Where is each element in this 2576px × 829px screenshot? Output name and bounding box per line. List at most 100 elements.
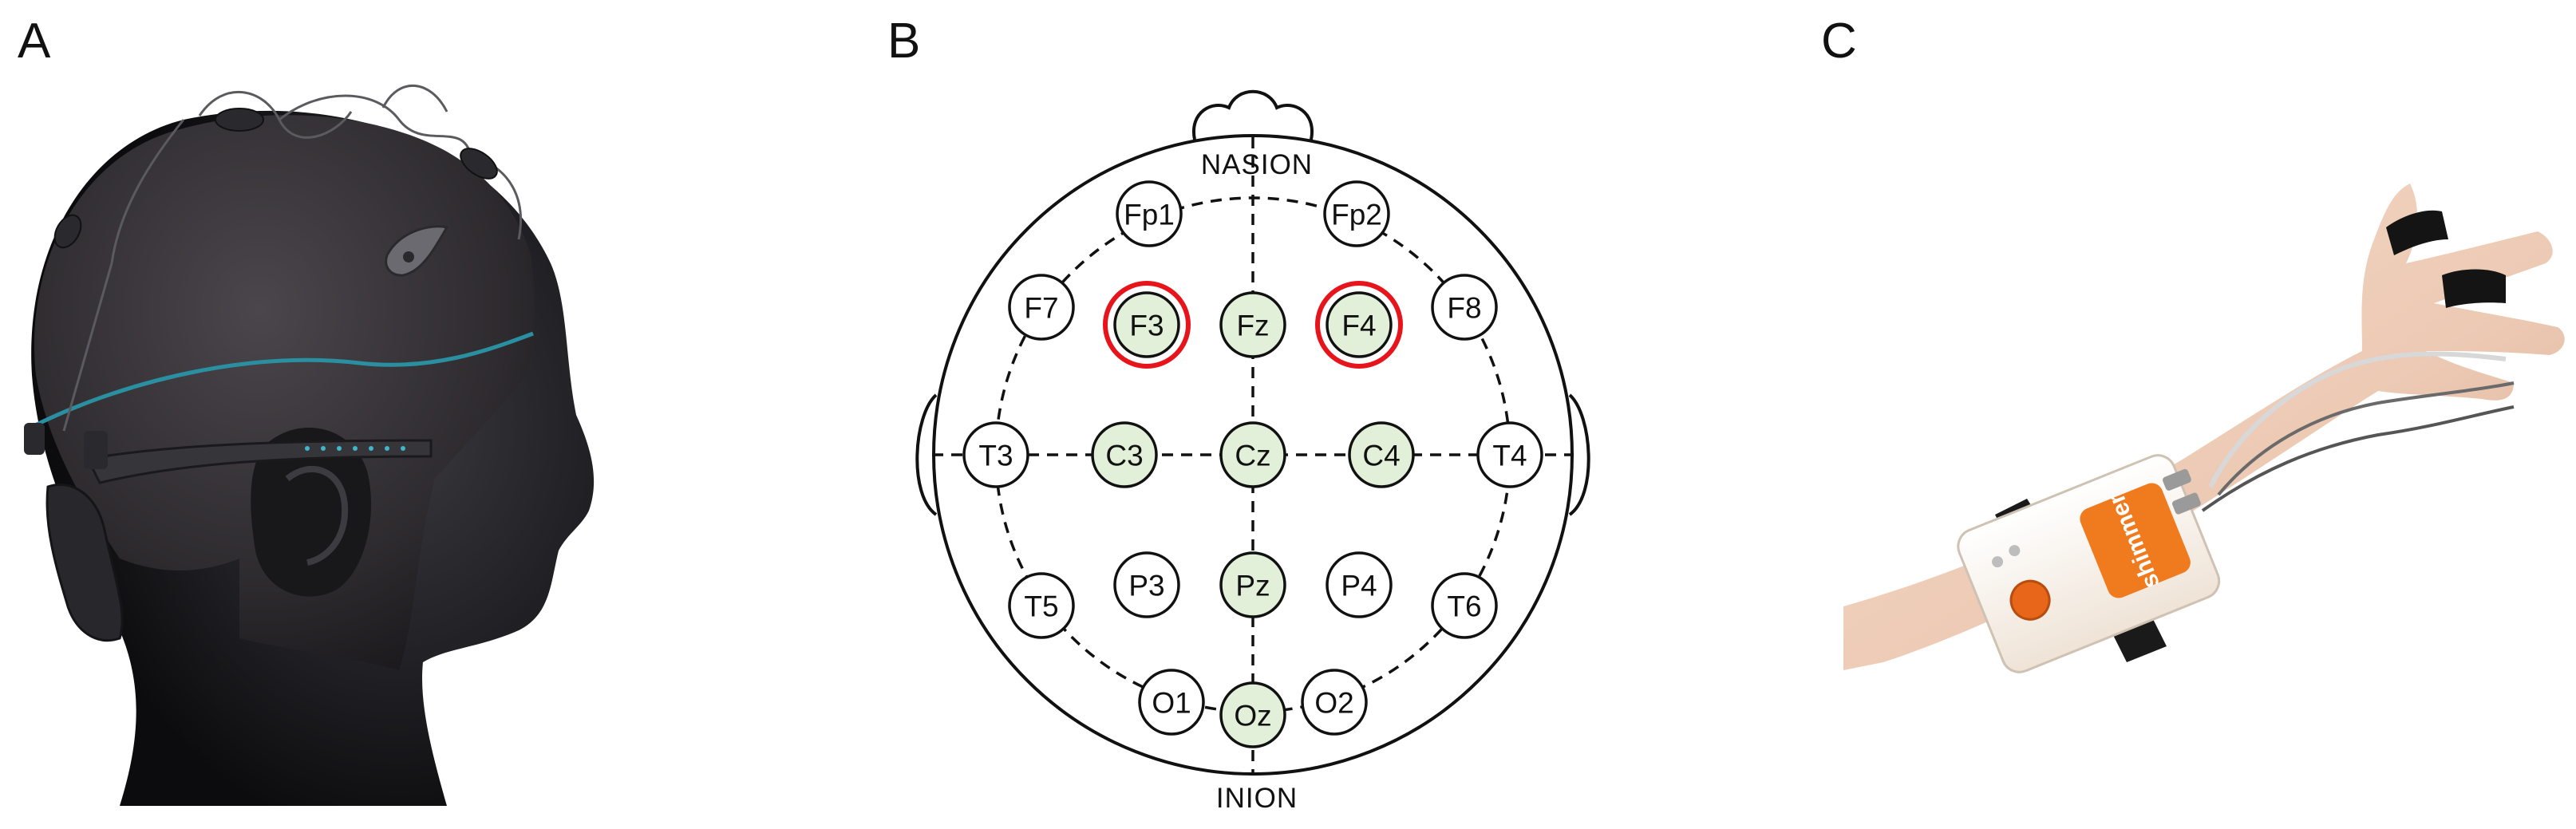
electrode-clip xyxy=(215,108,264,132)
electrode-marker xyxy=(1219,291,1286,358)
electrode-marker xyxy=(1431,274,1498,341)
cap-seam xyxy=(30,331,534,429)
electrode-marker xyxy=(1323,180,1390,247)
electrode-marker xyxy=(1348,421,1415,488)
shimmer-device: shimmer xyxy=(1957,454,2221,673)
headband-leds xyxy=(305,446,405,451)
side-clip xyxy=(24,423,45,455)
electrode-t3: T3 xyxy=(962,421,1029,488)
electrode-fp2: Fp2 xyxy=(1323,180,1390,247)
electrode-marker xyxy=(1219,551,1286,618)
electrode-marker xyxy=(1326,551,1393,618)
panel-letter-c: C xyxy=(1821,14,1857,69)
electrode-label: O1 xyxy=(1152,687,1191,720)
electrode-c3: C3 xyxy=(1091,421,1158,488)
electrode-marker xyxy=(1219,681,1286,748)
electrode-t5: T5 xyxy=(1008,572,1075,639)
ear xyxy=(285,465,349,566)
panel-c: C shimmer xyxy=(1821,14,2565,673)
left-ear xyxy=(915,393,938,516)
electrode-highlight-ring xyxy=(1315,281,1403,369)
electrode-label: T3 xyxy=(978,440,1013,472)
electrode-marker xyxy=(1008,572,1075,639)
panel-a: A xyxy=(18,14,595,806)
electrode-marker xyxy=(1476,421,1543,488)
electrode-sensor xyxy=(385,225,449,277)
electrode-marker xyxy=(1138,669,1205,736)
nasion-label: NASION xyxy=(1201,149,1313,180)
electrode-marker xyxy=(1219,421,1286,488)
electrode-label: Fp1 xyxy=(1124,199,1175,231)
headband-arm xyxy=(85,439,433,484)
device-power-button xyxy=(2009,579,2051,621)
electrode-label: Fp2 xyxy=(1331,199,1382,231)
electrode-label: Cz xyxy=(1235,440,1270,472)
electrode-label: O2 xyxy=(1314,687,1353,720)
finger-electrode-band xyxy=(2386,210,2448,255)
electrode-label: C3 xyxy=(1105,440,1143,472)
nose xyxy=(1191,89,1314,140)
electrode-clip xyxy=(460,148,498,180)
electrode-p3: P3 xyxy=(1113,551,1180,618)
electrode-marker xyxy=(1091,421,1158,488)
electrode-label: T4 xyxy=(1492,440,1527,472)
inion-label: INION xyxy=(1216,783,1298,814)
electrode-cz: Cz xyxy=(1219,421,1286,488)
electrode-marker xyxy=(1301,669,1368,736)
device-indicator-led xyxy=(1992,556,2004,568)
device-label-panel xyxy=(2080,483,2191,598)
electrode-label: T5 xyxy=(1024,590,1058,623)
electrode-marker xyxy=(1431,572,1498,639)
lead-wires xyxy=(2201,351,2515,512)
electrode-marker xyxy=(1116,180,1183,247)
electrode-oz: Oz xyxy=(1219,681,1286,748)
electrode-label: F3 xyxy=(1129,310,1164,342)
electrode-label: F7 xyxy=(1024,292,1058,325)
electrode-label: P4 xyxy=(1341,570,1377,602)
electrode-o2: O2 xyxy=(1301,669,1368,736)
device-indicator-led xyxy=(2009,545,2021,557)
eeg-cap-photo xyxy=(24,85,595,806)
electrode-f7: F7 xyxy=(1008,274,1075,341)
electrode-f4: F4 xyxy=(1315,281,1403,369)
electrode-marker xyxy=(1008,274,1075,341)
electrode-highlight-ring xyxy=(1103,281,1191,369)
ear-opening xyxy=(251,428,372,597)
electrode-o1: O1 xyxy=(1138,669,1205,736)
electrode-label: C4 xyxy=(1362,440,1400,472)
electrode-label: F4 xyxy=(1341,310,1376,342)
finger-electrode-band xyxy=(2442,269,2506,308)
electrode-c4: C4 xyxy=(1348,421,1415,488)
electrode-marker xyxy=(962,421,1029,488)
device-connector xyxy=(2171,492,2201,515)
electrode-marker xyxy=(1113,551,1180,618)
electrode-marker xyxy=(1326,291,1393,358)
right-ear xyxy=(1568,393,1590,516)
electrode-f3: F3 xyxy=(1103,281,1191,369)
electrode-label: T6 xyxy=(1447,590,1481,623)
electrode-fp1: Fp1 xyxy=(1116,180,1183,247)
electrode-f8: F8 xyxy=(1431,274,1498,341)
electrode-label: F8 xyxy=(1447,292,1481,325)
electrode-label: Fz xyxy=(1236,310,1269,342)
electrode-t6: T6 xyxy=(1431,572,1498,639)
gsr-sensor-photo: shimmer xyxy=(1843,184,2565,673)
electrode-label: Oz xyxy=(1234,700,1271,732)
electrode-marker xyxy=(1113,291,1180,358)
electrode-clip xyxy=(53,214,82,249)
panel-letter-a: A xyxy=(18,14,51,69)
panel-letter-b: B xyxy=(887,14,920,69)
electrode-label: Pz xyxy=(1235,570,1270,602)
device-connector xyxy=(2162,468,2191,491)
electrode-p4: P4 xyxy=(1326,551,1393,618)
rear-module xyxy=(45,483,124,642)
side-clip xyxy=(84,431,108,469)
electrode-sensor-dot xyxy=(403,251,414,263)
electrode-pz: Pz xyxy=(1219,551,1286,618)
electrode-t4: T4 xyxy=(1476,421,1543,488)
electrode-fz: Fz xyxy=(1219,291,1286,358)
electrode-label: P3 xyxy=(1128,570,1164,602)
